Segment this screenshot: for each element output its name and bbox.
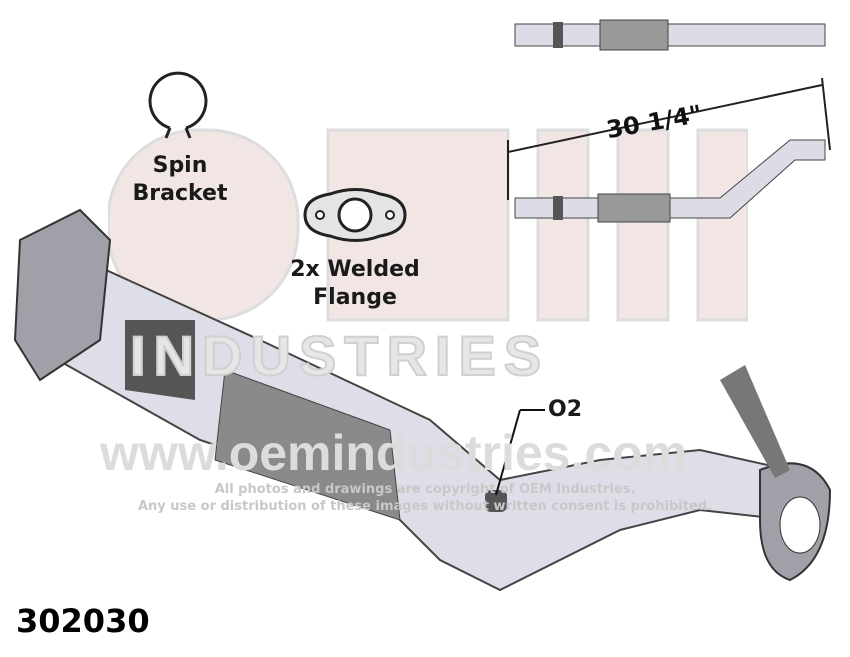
watermark-copyright: Any use or distribution of these images … bbox=[137, 499, 712, 514]
label-line: Bracket bbox=[132, 181, 228, 206]
spin-bracket-label: Spin Bracket bbox=[125, 152, 235, 208]
label-line: 2x Welded bbox=[290, 257, 420, 282]
watermark-logo bbox=[108, 128, 748, 322]
welded-flange-label: 2x Welded Flange bbox=[280, 256, 430, 312]
label-line: Flange bbox=[313, 285, 397, 310]
watermark-url: www.oemindustries.com bbox=[100, 425, 688, 481]
part-number: 302030 bbox=[16, 602, 150, 640]
pipe-top-view bbox=[514, 19, 826, 51]
dimension-line bbox=[507, 77, 831, 200]
watermark-copyright: All photos and drawings are copyright of… bbox=[214, 482, 636, 497]
pipe-side-view bbox=[514, 139, 826, 223]
flange-icon bbox=[303, 188, 407, 242]
label-line: Spin bbox=[152, 153, 208, 178]
main-pipe bbox=[13, 208, 832, 592]
spin-bracket-icon bbox=[148, 71, 208, 139]
watermark-brand: INDUSTRIES bbox=[129, 324, 550, 387]
o2-sensor-label: O2 bbox=[548, 397, 583, 422]
